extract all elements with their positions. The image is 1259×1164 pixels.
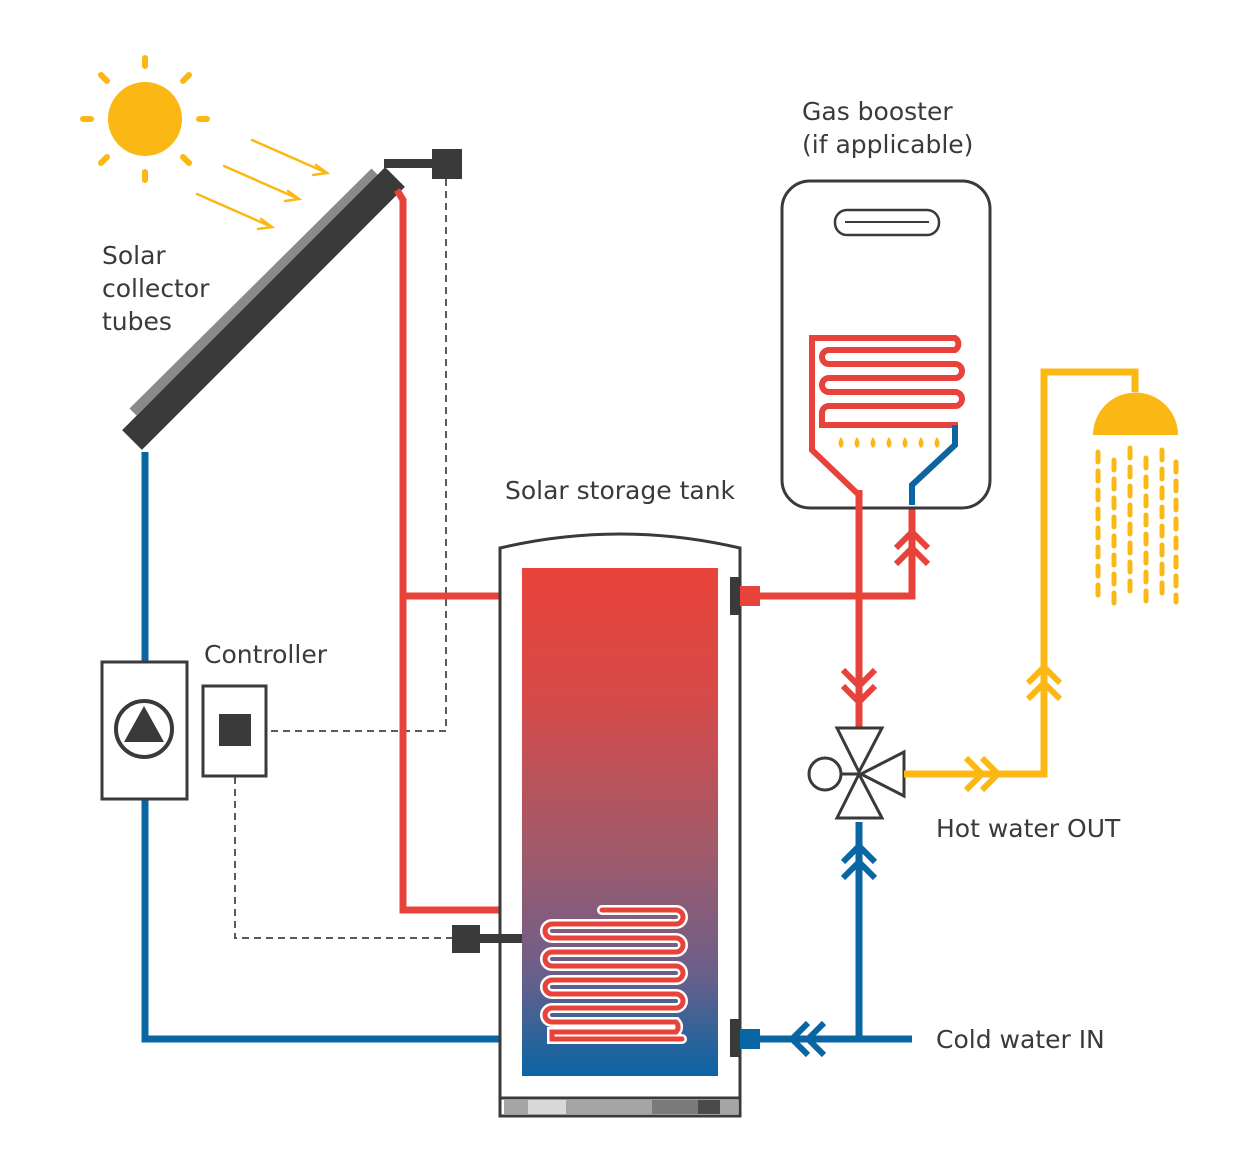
- sun-rays: [195, 138, 331, 231]
- hot-water-supply-pipe: [904, 368, 1139, 793]
- collector-label-line2: collector: [102, 274, 210, 303]
- solar-collector-panel: [122, 167, 405, 450]
- booster-outlet-pipe: [840, 490, 878, 735]
- tank-label: Solar storage tank: [505, 476, 736, 505]
- shower-head-icon: [1093, 392, 1178, 435]
- tank-hot-outlet: [740, 505, 916, 606]
- cold-water-inlet: [740, 822, 912, 1058]
- sun-icon: [80, 55, 210, 183]
- burner-flame-icon: [838, 437, 940, 448]
- three-way-valve-icon: [807, 726, 906, 820]
- control-wires: [234, 179, 452, 939]
- shower-water-drops: [1095, 445, 1179, 611]
- pump-icon: [114, 699, 174, 759]
- pump-station: [100, 660, 189, 801]
- controller-label: Controller: [204, 640, 327, 669]
- collector-label-line3: tubes: [102, 307, 172, 336]
- controller-box: [201, 684, 268, 778]
- collector-sensor: [384, 149, 462, 179]
- gas-booster-label-line1: Gas booster: [802, 97, 953, 126]
- gas-booster-label-line2: (if applicable): [802, 130, 974, 159]
- gas-booster-unit: [780, 179, 992, 510]
- tank-heat-coil: [540, 905, 688, 1044]
- booster-inlet-arrows: [893, 527, 931, 567]
- hot-water-out-label: Hot water OUT: [936, 814, 1121, 843]
- collector-label-line1: Solar: [102, 241, 166, 270]
- cold-water-in-label: Cold water IN: [936, 1025, 1105, 1054]
